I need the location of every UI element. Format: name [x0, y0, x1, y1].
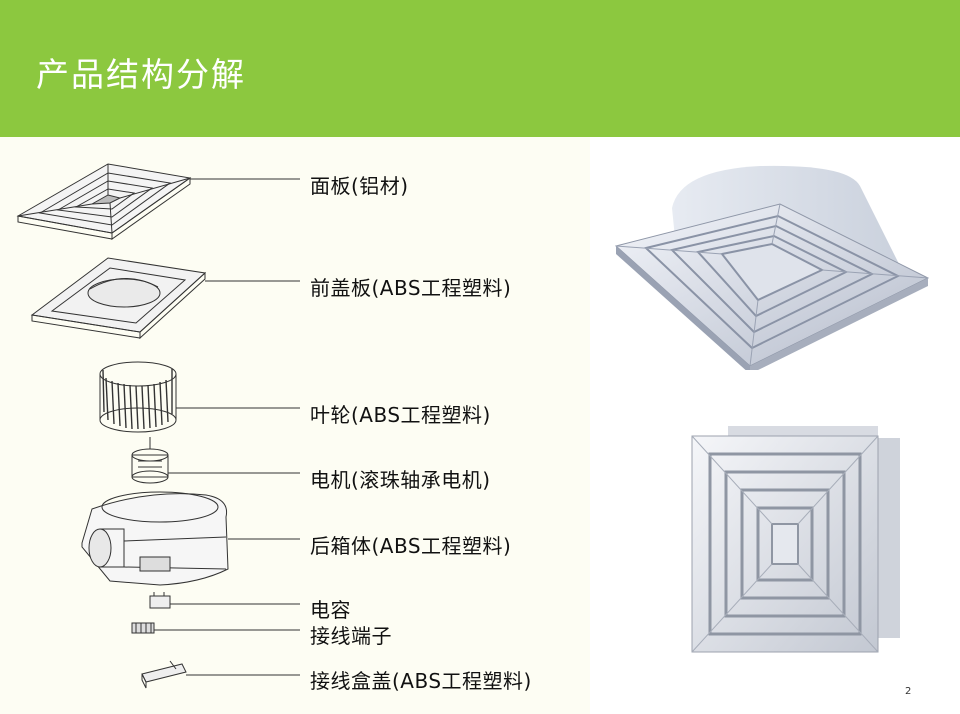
- product-photo-front: [691, 426, 900, 653]
- page-number: 2: [905, 686, 912, 697]
- junction-box-cover-icon: [141, 660, 187, 689]
- terminal-icon: [131, 622, 155, 634]
- capacitor-icon: [149, 592, 171, 609]
- part-label-terminal: 接线端子: [310, 624, 392, 648]
- slide-title: 产品结构分解: [36, 55, 246, 94]
- front-cover-icon: [30, 257, 207, 340]
- part-label-capacitor: 电容: [310, 598, 351, 622]
- part-label-front-cover: 前盖板(ABS工程塑料): [310, 276, 512, 300]
- product-photo-angled: [614, 165, 930, 370]
- part-label-junction-box-cover: 接线盒盖(ABS工程塑料): [310, 669, 532, 693]
- motor-icon: [131, 437, 169, 484]
- part-label-panel: 面板(铝材): [310, 174, 409, 198]
- rear-housing-icon: [81, 491, 229, 586]
- slide-header: 产品结构分解: [0, 0, 960, 137]
- exploded-diagram: [16, 163, 300, 689]
- part-label-motor: 电机(滚珠轴承电机): [310, 468, 491, 492]
- impeller-icon: [99, 361, 177, 433]
- part-label-rear-housing: 后箱体(ABS工程塑料): [310, 534, 512, 558]
- part-label-impeller: 叶轮(ABS工程塑料): [310, 403, 491, 427]
- panel-icon: [16, 163, 192, 240]
- exploded-view-panel: [0, 137, 590, 714]
